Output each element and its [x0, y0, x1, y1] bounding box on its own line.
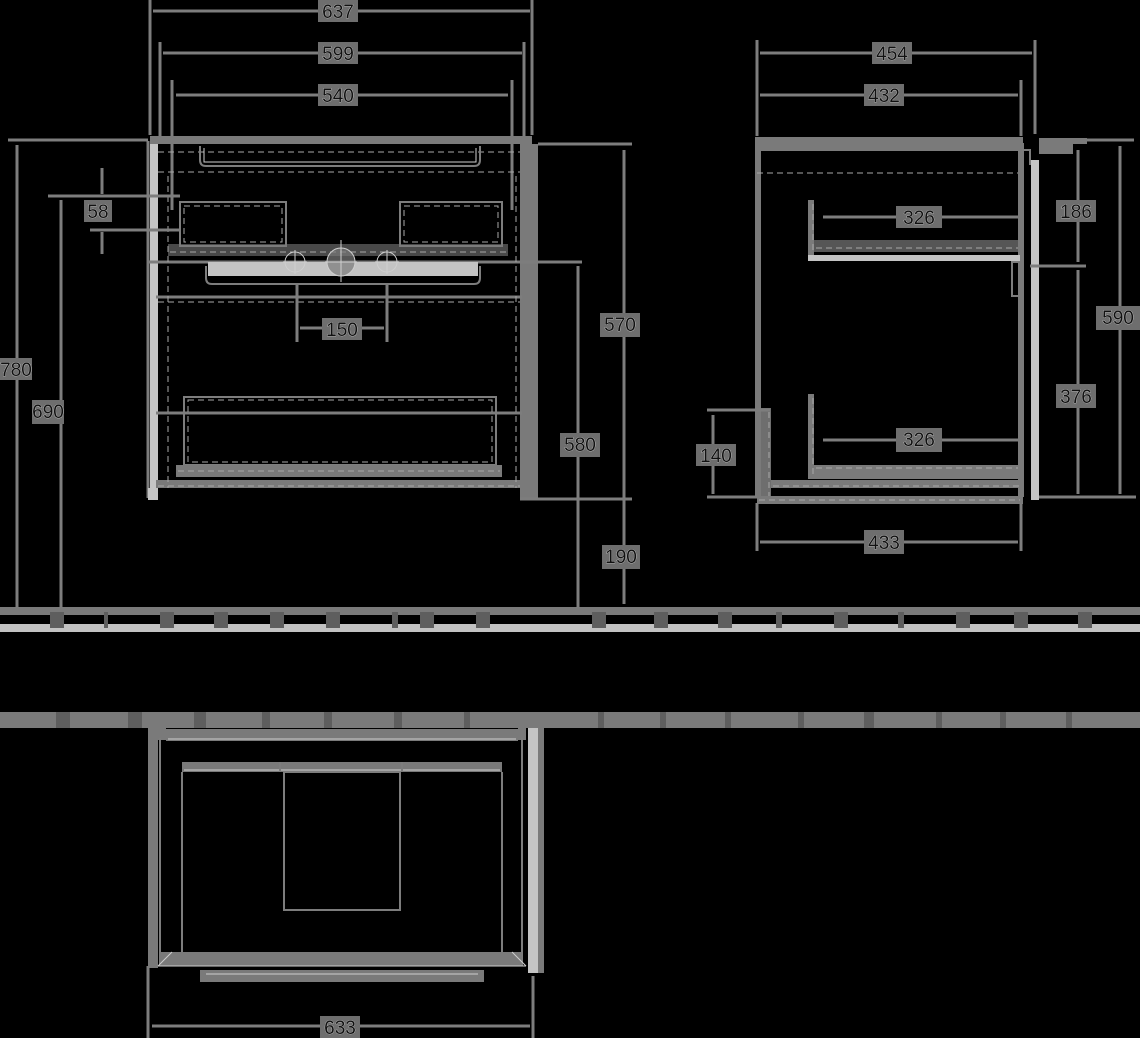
dimension-label-depth-432: 432	[864, 84, 904, 107]
svg-text:570: 570	[604, 315, 636, 336]
dimension-label-lower-drawer-depth: 326	[896, 428, 942, 452]
svg-text:690: 690	[32, 402, 64, 423]
svg-text:780: 780	[0, 360, 32, 381]
dimension-label-plan-width: 633	[320, 1016, 360, 1038]
tap-hole-left-icon	[283, 250, 307, 274]
dimension-label-upper-drawer-depth: 326	[896, 206, 942, 229]
svg-text:186: 186	[1060, 202, 1092, 223]
tap-hole-center-icon	[325, 240, 357, 282]
dimension-label-cabinet-height-front: 570	[600, 313, 640, 337]
front-view	[8, 0, 632, 608]
svg-text:58: 58	[87, 202, 108, 223]
dimension-label-upper-drawer-height: 186	[1056, 200, 1096, 223]
svg-text:376: 376	[1060, 387, 1092, 408]
svg-text:637: 637	[322, 2, 354, 23]
dimension-label-basin-width: 540	[318, 84, 358, 107]
side-view	[707, 40, 1136, 551]
dimension-label-base-depth: 433	[864, 530, 904, 554]
svg-text:433: 433	[868, 533, 900, 554]
dimension-label-height-580: 580	[560, 433, 600, 457]
svg-text:599: 599	[322, 44, 354, 65]
dimension-label-floor-clearance: 190	[602, 545, 640, 569]
dimension-label-cabinet-height-side: 590	[1096, 306, 1140, 330]
svg-text:140: 140	[700, 446, 732, 467]
dimension-label-tap-offset: 58	[84, 200, 112, 223]
svg-text:150: 150	[326, 320, 358, 341]
svg-text:326: 326	[903, 430, 935, 451]
svg-text:432: 432	[868, 86, 900, 107]
dimension-label-width-599: 599	[318, 42, 358, 65]
svg-text:590: 590	[1102, 308, 1134, 329]
svg-text:540: 540	[322, 86, 354, 107]
dimension-label-tap-spacing: 150	[322, 318, 362, 341]
dimension-label-overall-depth: 454	[872, 42, 912, 65]
plan-view	[146, 728, 544, 1038]
dimension-label-overall-height: 780	[0, 358, 32, 381]
dimension-label-overall-width: 637	[318, 0, 358, 23]
dimension-label-height-690: 690	[32, 400, 64, 424]
dimension-label-siphon-height: 140	[696, 444, 736, 467]
wall-band	[0, 712, 1140, 728]
svg-text:633: 633	[324, 1018, 356, 1038]
floor-band	[0, 607, 1140, 632]
svg-text:190: 190	[605, 547, 637, 568]
svg-text:454: 454	[876, 44, 908, 65]
svg-text:326: 326	[903, 208, 935, 229]
svg-text:580: 580	[564, 435, 596, 456]
tap-hole-right-icon	[375, 250, 399, 274]
dimension-label-lower-drawer-height: 376	[1056, 384, 1096, 408]
